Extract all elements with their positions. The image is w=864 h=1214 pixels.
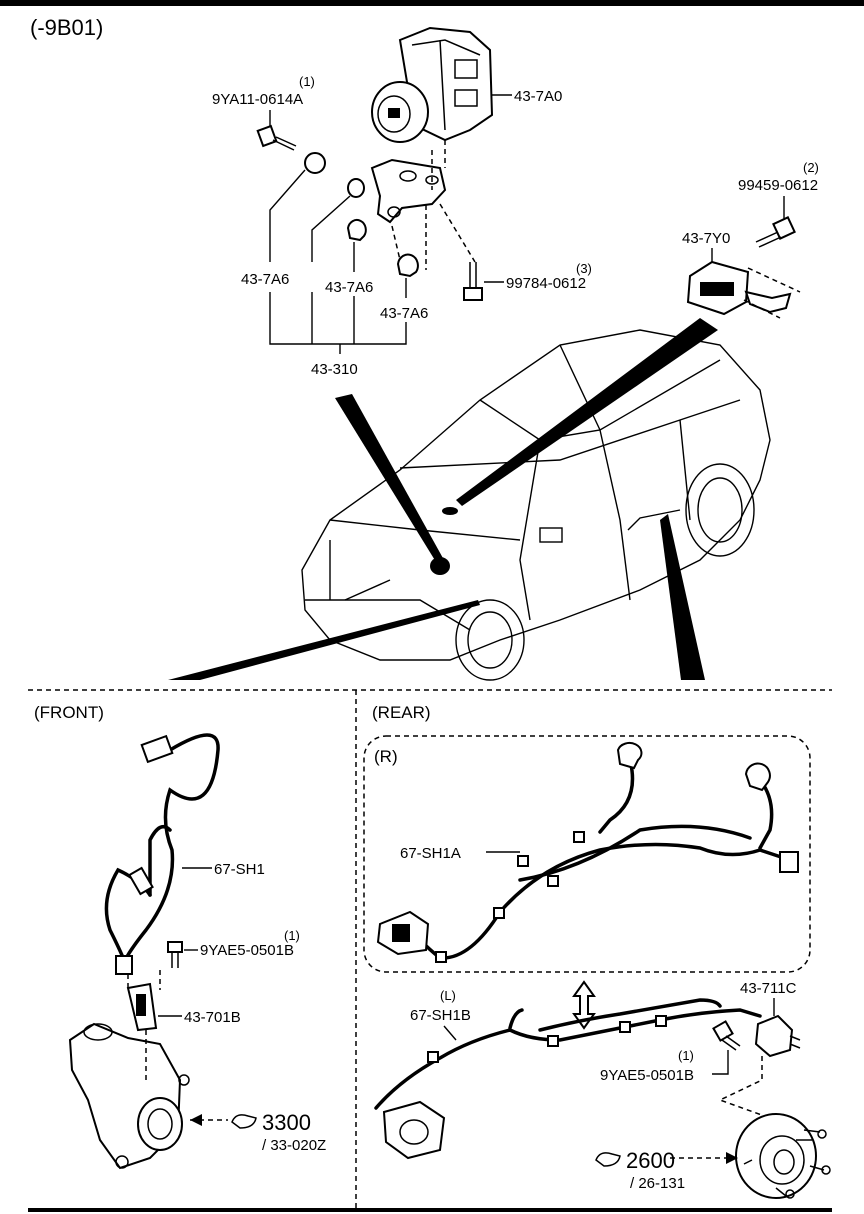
- leader-bushing-b: [311, 195, 351, 262]
- leader-bushing-a: [269, 169, 306, 262]
- pointer-yaw-sensor: [456, 318, 718, 506]
- front-harness[interactable]: [104, 733, 220, 975]
- front-section-title: (FRONT): [34, 703, 104, 722]
- bushing-c-label: 43-7A6: [380, 305, 428, 322]
- bushing-a[interactable]: [304, 152, 326, 174]
- rear-right-title: (R): [374, 747, 398, 766]
- bracket[interactable]: [370, 158, 447, 224]
- front-harness-label: 67-SH1: [214, 861, 265, 878]
- pointer-hcu: [335, 394, 444, 562]
- leader-rear-left-harness: [443, 1025, 457, 1041]
- front-sensor-label: 43-701B: [184, 1009, 241, 1026]
- rear-bolt-qty-label: (1): [678, 1048, 694, 1063]
- yaw-rate-sensor[interactable]: [686, 260, 792, 316]
- yaw-sensor-label: 43-7Y0: [682, 230, 730, 247]
- rear-ref-sub: / 26-131: [630, 1175, 685, 1192]
- front-ref-arrow: [190, 1114, 202, 1126]
- rear-right-harness-label: 67-SH1A: [400, 845, 461, 862]
- rear-bolt-part-label: 9YAE5-0501B: [600, 1067, 694, 1084]
- rear-ref-arrow: [726, 1152, 738, 1164]
- front-bolt-part-label: 9YAE5-0501B: [200, 942, 294, 959]
- swap-arrow: [572, 980, 596, 1030]
- rear-ref-main: 2600: [626, 1148, 675, 1173]
- front-wheel-speed-sensor[interactable]: [126, 982, 158, 1032]
- rear-section-title: (REAR): [372, 703, 431, 722]
- rear-right-harness[interactable]: [376, 742, 799, 963]
- rear-bolt[interactable]: [712, 1020, 741, 1051]
- front-ref-sub: / 33-020Z: [262, 1137, 326, 1154]
- rear-sensor-label: 43-711C: [740, 980, 797, 997]
- front-bolt[interactable]: [167, 941, 183, 968]
- bottom-rule: [28, 1208, 832, 1212]
- bolt-99459[interactable]: [755, 216, 796, 248]
- bracket-label: 43-310: [311, 361, 358, 378]
- sensor-bolt-qty-label: (2): [803, 160, 819, 175]
- front-ref-icon: [231, 1114, 257, 1129]
- assembly-lines-front: [127, 970, 161, 1080]
- rear-right-box: [363, 735, 811, 973]
- rear-left-harness[interactable]: [374, 998, 762, 1160]
- sensor-bolt-part-label: 99459-0612: [738, 177, 818, 194]
- bracket-group-line: [269, 292, 407, 354]
- front-ref-main: 3300: [262, 1110, 311, 1135]
- rear-wheel-speed-sensor[interactable]: [754, 1014, 801, 1058]
- leader-rear-bolt: [712, 1050, 729, 1075]
- assembly-lines-top: [391, 140, 476, 270]
- assembly-lines-sensor: [743, 267, 801, 319]
- front-knuckle[interactable]: [68, 1022, 190, 1170]
- rear-left-harness-label: 67-SH1B: [410, 1007, 471, 1024]
- bushing-b[interactable]: [347, 178, 365, 198]
- car-outline: [301, 329, 771, 681]
- diagram-code: (-9B01): [30, 15, 103, 40]
- front-bolt-qty-label: (1): [284, 928, 300, 943]
- top-rule: [0, 0, 864, 6]
- bolt-b-part-label: 99784-0612: [506, 275, 586, 292]
- pointer-rear: [660, 514, 705, 680]
- rear-ref-icon: [595, 1152, 621, 1167]
- rear-hub[interactable]: [735, 1113, 831, 1199]
- assembly-lines-rear: [718, 1056, 771, 1119]
- bushing-c[interactable]: [346, 219, 367, 242]
- bushing-b-label: 43-7A6: [325, 279, 373, 296]
- bushing-a-label: 43-7A6: [241, 271, 289, 288]
- bolt-part-label: 9YA11-0614A: [212, 91, 303, 108]
- hcu-module[interactable]: [371, 26, 494, 143]
- bolt-99784[interactable]: [463, 262, 483, 301]
- bolt-b-qty-label: (3): [576, 261, 592, 276]
- bolt-qty-label: (1): [299, 74, 315, 89]
- pointer-front: [168, 600, 480, 680]
- rear-left-title: (L): [440, 988, 456, 1003]
- hcu-label: 43-7A0: [514, 88, 562, 105]
- bushing-d[interactable]: [396, 253, 419, 278]
- bolt-9ya11[interactable]: [256, 124, 297, 151]
